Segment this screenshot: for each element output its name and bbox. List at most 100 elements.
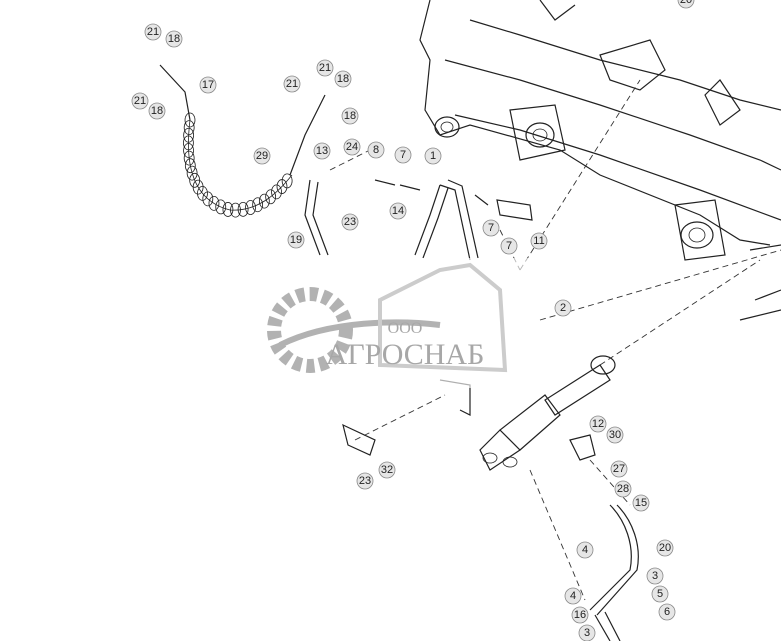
callout-18: 18 — [148, 102, 166, 120]
callout-label: 7 — [488, 222, 494, 234]
hoses — [304, 179, 639, 641]
callout-28: 28 — [614, 480, 632, 498]
callout-label: 6 — [664, 606, 670, 618]
coil-loop — [271, 184, 282, 200]
callout-label: 4 — [570, 590, 576, 602]
callout-circle — [367, 141, 385, 159]
callout-circle — [394, 146, 412, 164]
callout-19: 19 — [287, 231, 305, 249]
frame-assembly — [419, 0, 781, 321]
callout-circle — [131, 92, 149, 110]
callout-21: 21 — [144, 23, 162, 41]
callout-label: 27 — [613, 463, 625, 475]
callout-label: 14 — [392, 205, 404, 217]
callout-circle — [571, 606, 589, 624]
callout-label: 12 — [592, 418, 604, 430]
callout-circle — [148, 102, 166, 120]
callout-8: 8 — [367, 141, 385, 159]
coil-loop — [245, 200, 256, 215]
callout-circle — [313, 142, 331, 160]
coil-loop — [183, 127, 195, 143]
callout-label: 17 — [202, 79, 214, 91]
coil-loop — [230, 202, 241, 218]
callout-label: 29 — [256, 150, 268, 162]
callout-circle — [144, 23, 162, 41]
callout-label: 11 — [533, 235, 544, 247]
callout-23: 23 — [341, 213, 359, 231]
coil-loop — [183, 135, 194, 151]
callout-label: 8 — [373, 144, 379, 156]
callout-circle — [578, 624, 596, 641]
callout-circle — [341, 107, 359, 125]
callout-18: 18 — [341, 107, 359, 125]
callout-2: 2 — [554, 299, 572, 317]
callout-circle — [199, 76, 217, 94]
callout-18: 18 — [334, 70, 352, 88]
callout-circle — [356, 472, 374, 490]
callout-14: 14 — [389, 202, 407, 220]
callout-21: 21 — [316, 59, 334, 77]
coil-loop — [183, 150, 195, 166]
callout-30: 30 — [606, 426, 624, 444]
callout-12: 12 — [589, 415, 607, 433]
coil-loop — [265, 189, 277, 205]
coil-loop — [186, 165, 198, 181]
callout-4: 4 — [576, 541, 594, 559]
callout-29: 29 — [253, 147, 271, 165]
callout-32: 32 — [378, 461, 396, 479]
coiled-cable — [159, 64, 326, 218]
callout-circle — [677, 0, 695, 9]
callout-label: 16 — [574, 609, 586, 621]
coil-loop — [237, 201, 249, 217]
coil-loop — [258, 193, 270, 209]
callout-label: 3 — [652, 570, 658, 582]
callout-circle — [482, 219, 500, 237]
callout-13: 13 — [313, 142, 331, 160]
callout-15: 15 — [632, 494, 650, 512]
callout-6: 6 — [658, 603, 676, 621]
coil-loop — [281, 173, 293, 189]
callout-label: 5 — [657, 588, 663, 600]
callout-circle — [378, 461, 396, 479]
coil-loop — [197, 185, 208, 201]
callout-1: 1 — [424, 147, 442, 165]
callout-circle — [500, 237, 518, 255]
callout-4: 4 — [564, 587, 582, 605]
callout-circle — [564, 587, 582, 605]
coil-loop — [184, 158, 196, 174]
callout-27: 27 — [610, 460, 628, 478]
callout-label: 7 — [400, 149, 406, 161]
callout-label: 13 — [316, 145, 328, 157]
callout-label: 18 — [168, 33, 180, 45]
callout-label: 21 — [134, 95, 146, 107]
callout-circle — [614, 480, 632, 498]
callout-circle — [283, 75, 301, 93]
callout-7: 7 — [500, 237, 518, 255]
callout-label: 18 — [344, 110, 356, 122]
callout-label: 21 — [286, 78, 298, 90]
coil-loop — [252, 197, 264, 213]
callout-circle — [165, 30, 183, 48]
callout-circle — [589, 415, 607, 433]
callout-label: 2 — [560, 302, 566, 314]
callout-label: 32 — [381, 464, 393, 476]
callout-label: 19 — [290, 234, 302, 246]
callout-circle — [606, 426, 624, 444]
callout-circle — [554, 299, 572, 317]
callout-label: 30 — [609, 429, 621, 441]
callout-circle — [530, 232, 548, 250]
callout-16: 16 — [571, 606, 589, 624]
callout-circle — [576, 541, 594, 559]
callout-7: 7 — [394, 146, 412, 164]
callout-circle — [646, 567, 664, 585]
callout-label: 18 — [151, 105, 163, 117]
callout-label: 7 — [506, 240, 512, 252]
callout-label: 23 — [344, 216, 356, 228]
callout-circle — [389, 202, 407, 220]
coil-loop — [184, 112, 196, 128]
callout-label: 21 — [319, 62, 331, 74]
coil-loop — [215, 199, 227, 215]
